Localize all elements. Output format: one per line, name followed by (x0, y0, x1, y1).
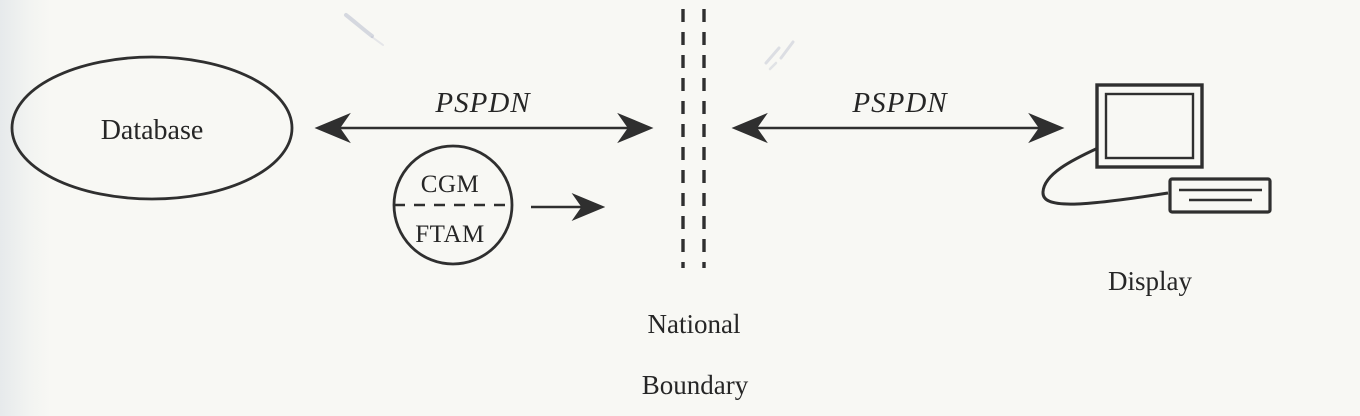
protocol-circle: CGM FTAM (392, 144, 606, 266)
monitor-cable (1041, 146, 1169, 206)
cgm-label: CGM (421, 171, 479, 198)
pspdn-right-link: PSPDN (731, 87, 1065, 144)
monitor-outer-frame-icon (1095, 83, 1204, 169)
pspdn-left-label: PSPDN (434, 87, 531, 119)
monitor-screen-icon (1104, 92, 1195, 160)
display-label: Display (1108, 266, 1192, 296)
boundary-label-line2: Boundary (642, 370, 749, 400)
database-ellipse (10, 55, 294, 201)
database-label: Database (101, 115, 204, 146)
national-boundary: National Boundary (642, 9, 749, 400)
ftam-label: FTAM (415, 221, 484, 248)
pspdn-left-link: PSPDN (314, 87, 654, 144)
scan-smudge-marks (344, 13, 795, 71)
pspdn-right-label: PSPDN (851, 87, 948, 119)
boundary-label-line1: National (648, 309, 741, 339)
display-node: Display (1041, 83, 1272, 296)
keyboard-icon (1168, 177, 1272, 214)
database-node: Database (10, 55, 294, 201)
